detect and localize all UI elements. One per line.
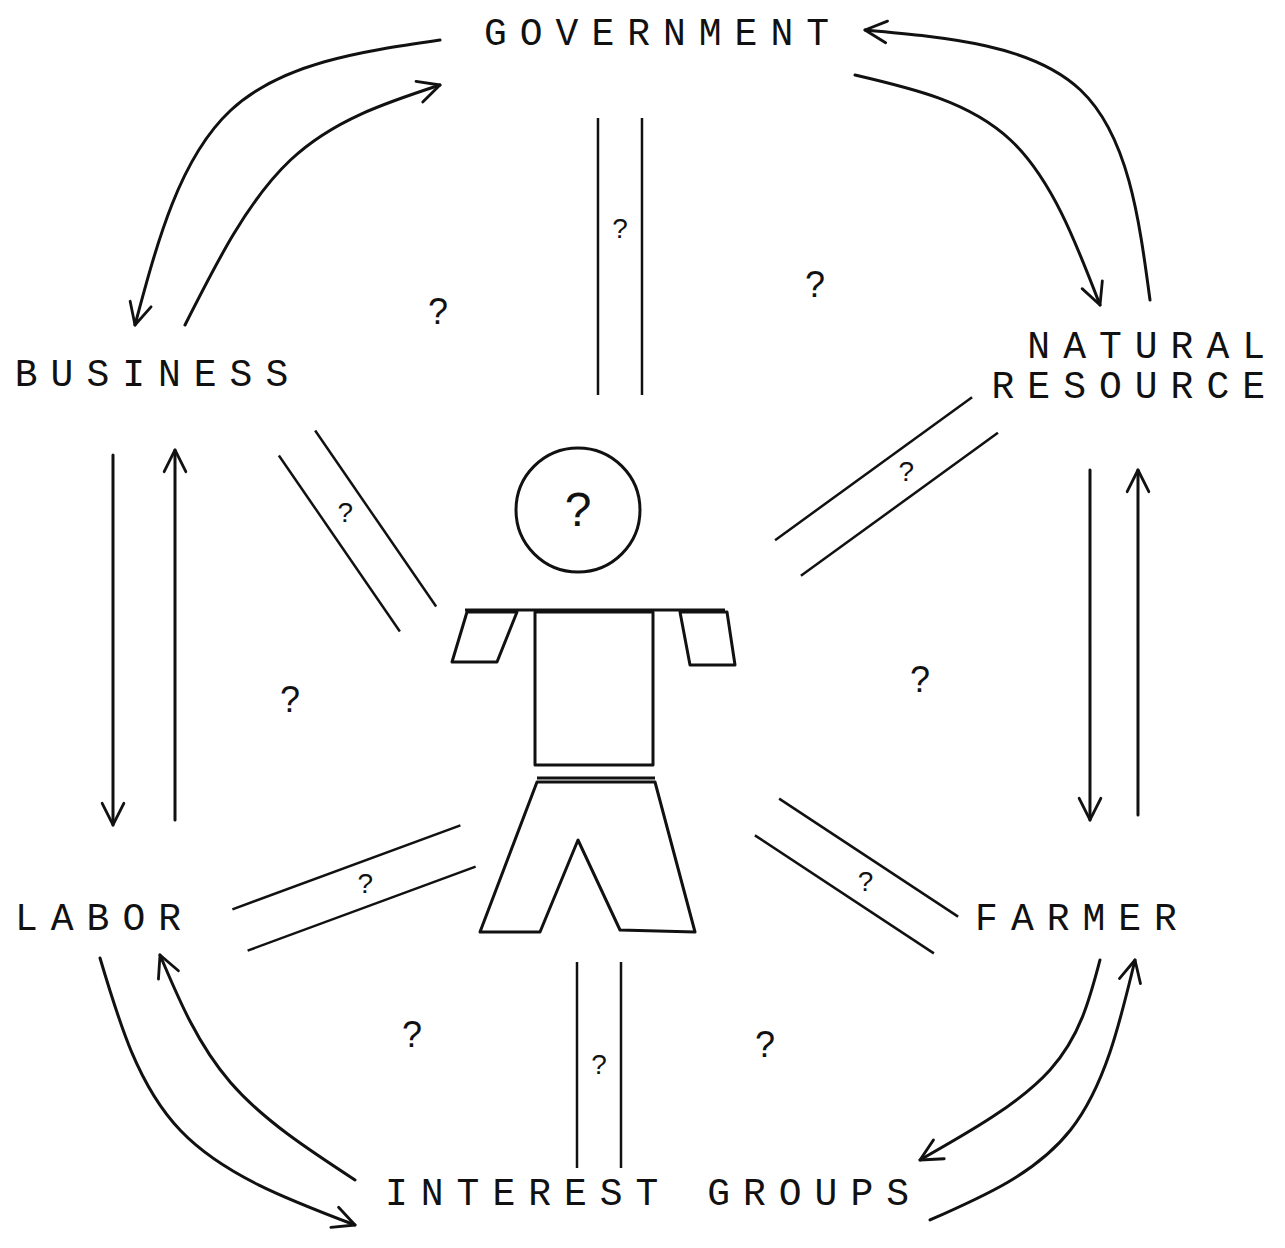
channel — [775, 397, 998, 576]
flow-arrow — [160, 955, 355, 1180]
channel-line — [641, 118, 644, 395]
question-mark: ? — [426, 294, 450, 330]
sector-label: NATURAL RESOURCE — [986, 328, 1278, 408]
figure-torso — [535, 612, 653, 765]
sector-name: BUSINESS — [11, 354, 305, 398]
sector-label: INTEREST GROUPS — [385, 1175, 922, 1215]
sector-label: FARMER — [975, 900, 1190, 940]
flow-arrow-line — [174, 450, 177, 820]
flow-arrow-line — [160, 955, 355, 1180]
flow-arrow — [865, 30, 1150, 300]
question-mark: ? — [803, 267, 827, 303]
flow-arrow-line — [112, 455, 115, 825]
flow-arrow-line — [865, 30, 1150, 300]
channel — [232, 825, 475, 950]
channel-line — [755, 835, 934, 953]
flow-arrow — [920, 960, 1100, 1160]
channel — [598, 118, 642, 395]
flow-arrow — [100, 958, 355, 1225]
flow-arrow-line — [920, 960, 1100, 1160]
flow-arrow-line — [930, 960, 1135, 1220]
question-mark: ? — [908, 662, 932, 698]
channel-line — [232, 825, 460, 909]
channel-line — [248, 867, 476, 951]
flow-arrow-line — [1088, 470, 1091, 820]
question-mark: ? — [753, 1027, 777, 1063]
channel-line — [779, 799, 958, 917]
flow-arrow — [113, 455, 114, 825]
channel-line — [279, 455, 400, 631]
channel — [755, 799, 958, 954]
flow-arrow-line — [855, 75, 1100, 305]
channel-question: ? — [356, 870, 376, 898]
channel-line — [801, 433, 998, 576]
channel-line — [597, 118, 600, 395]
channel-line — [620, 962, 623, 1168]
flow-arrow — [1089, 470, 1090, 820]
figure-belt — [537, 777, 655, 780]
sector-name: GOVERNMENT — [480, 13, 846, 57]
sector-label: GOVERNMENT — [484, 15, 842, 55]
sector-name: INTEREST GROUPS — [381, 1173, 926, 1217]
sector-name: NATURAL RESOURCE — [982, 326, 1282, 410]
figure-outline — [450, 445, 740, 935]
channel-question: ? — [856, 868, 876, 896]
flow-arrow — [135, 40, 440, 325]
channel-question: ? — [589, 1051, 609, 1079]
flow-arrow — [1137, 470, 1138, 815]
question-mark: ? — [516, 448, 640, 572]
question-mark: ? — [278, 682, 302, 718]
flow-arrow-line — [100, 958, 355, 1225]
sector-name: FARMER — [971, 898, 1194, 942]
figure-arm — [680, 612, 735, 665]
flow-arrow — [930, 960, 1135, 1220]
figure-legs — [480, 782, 695, 932]
flow-arrow — [855, 75, 1100, 305]
sector-name: LABOR — [11, 898, 198, 942]
sector-label: LABOR — [15, 900, 194, 940]
question-mark: ? — [400, 1017, 424, 1053]
flow-arrow-line — [1136, 470, 1139, 815]
channel-question: ? — [336, 499, 356, 527]
flow-arrow-line — [185, 85, 440, 325]
channel-line — [576, 962, 579, 1168]
channel — [279, 431, 436, 632]
flow-arrow — [175, 450, 176, 820]
flow-arrow-line — [135, 40, 440, 325]
channel-question: ? — [610, 215, 630, 243]
figure-head — [516, 448, 640, 572]
figure-arm — [452, 612, 517, 662]
person-figure: ? — [450, 445, 740, 935]
channel-line — [775, 397, 972, 540]
channel-line — [315, 431, 436, 607]
sector-label: BUSINESS — [15, 356, 301, 396]
flow-arrow — [185, 85, 440, 325]
channel-question: ? — [896, 458, 916, 486]
channel — [577, 962, 621, 1168]
